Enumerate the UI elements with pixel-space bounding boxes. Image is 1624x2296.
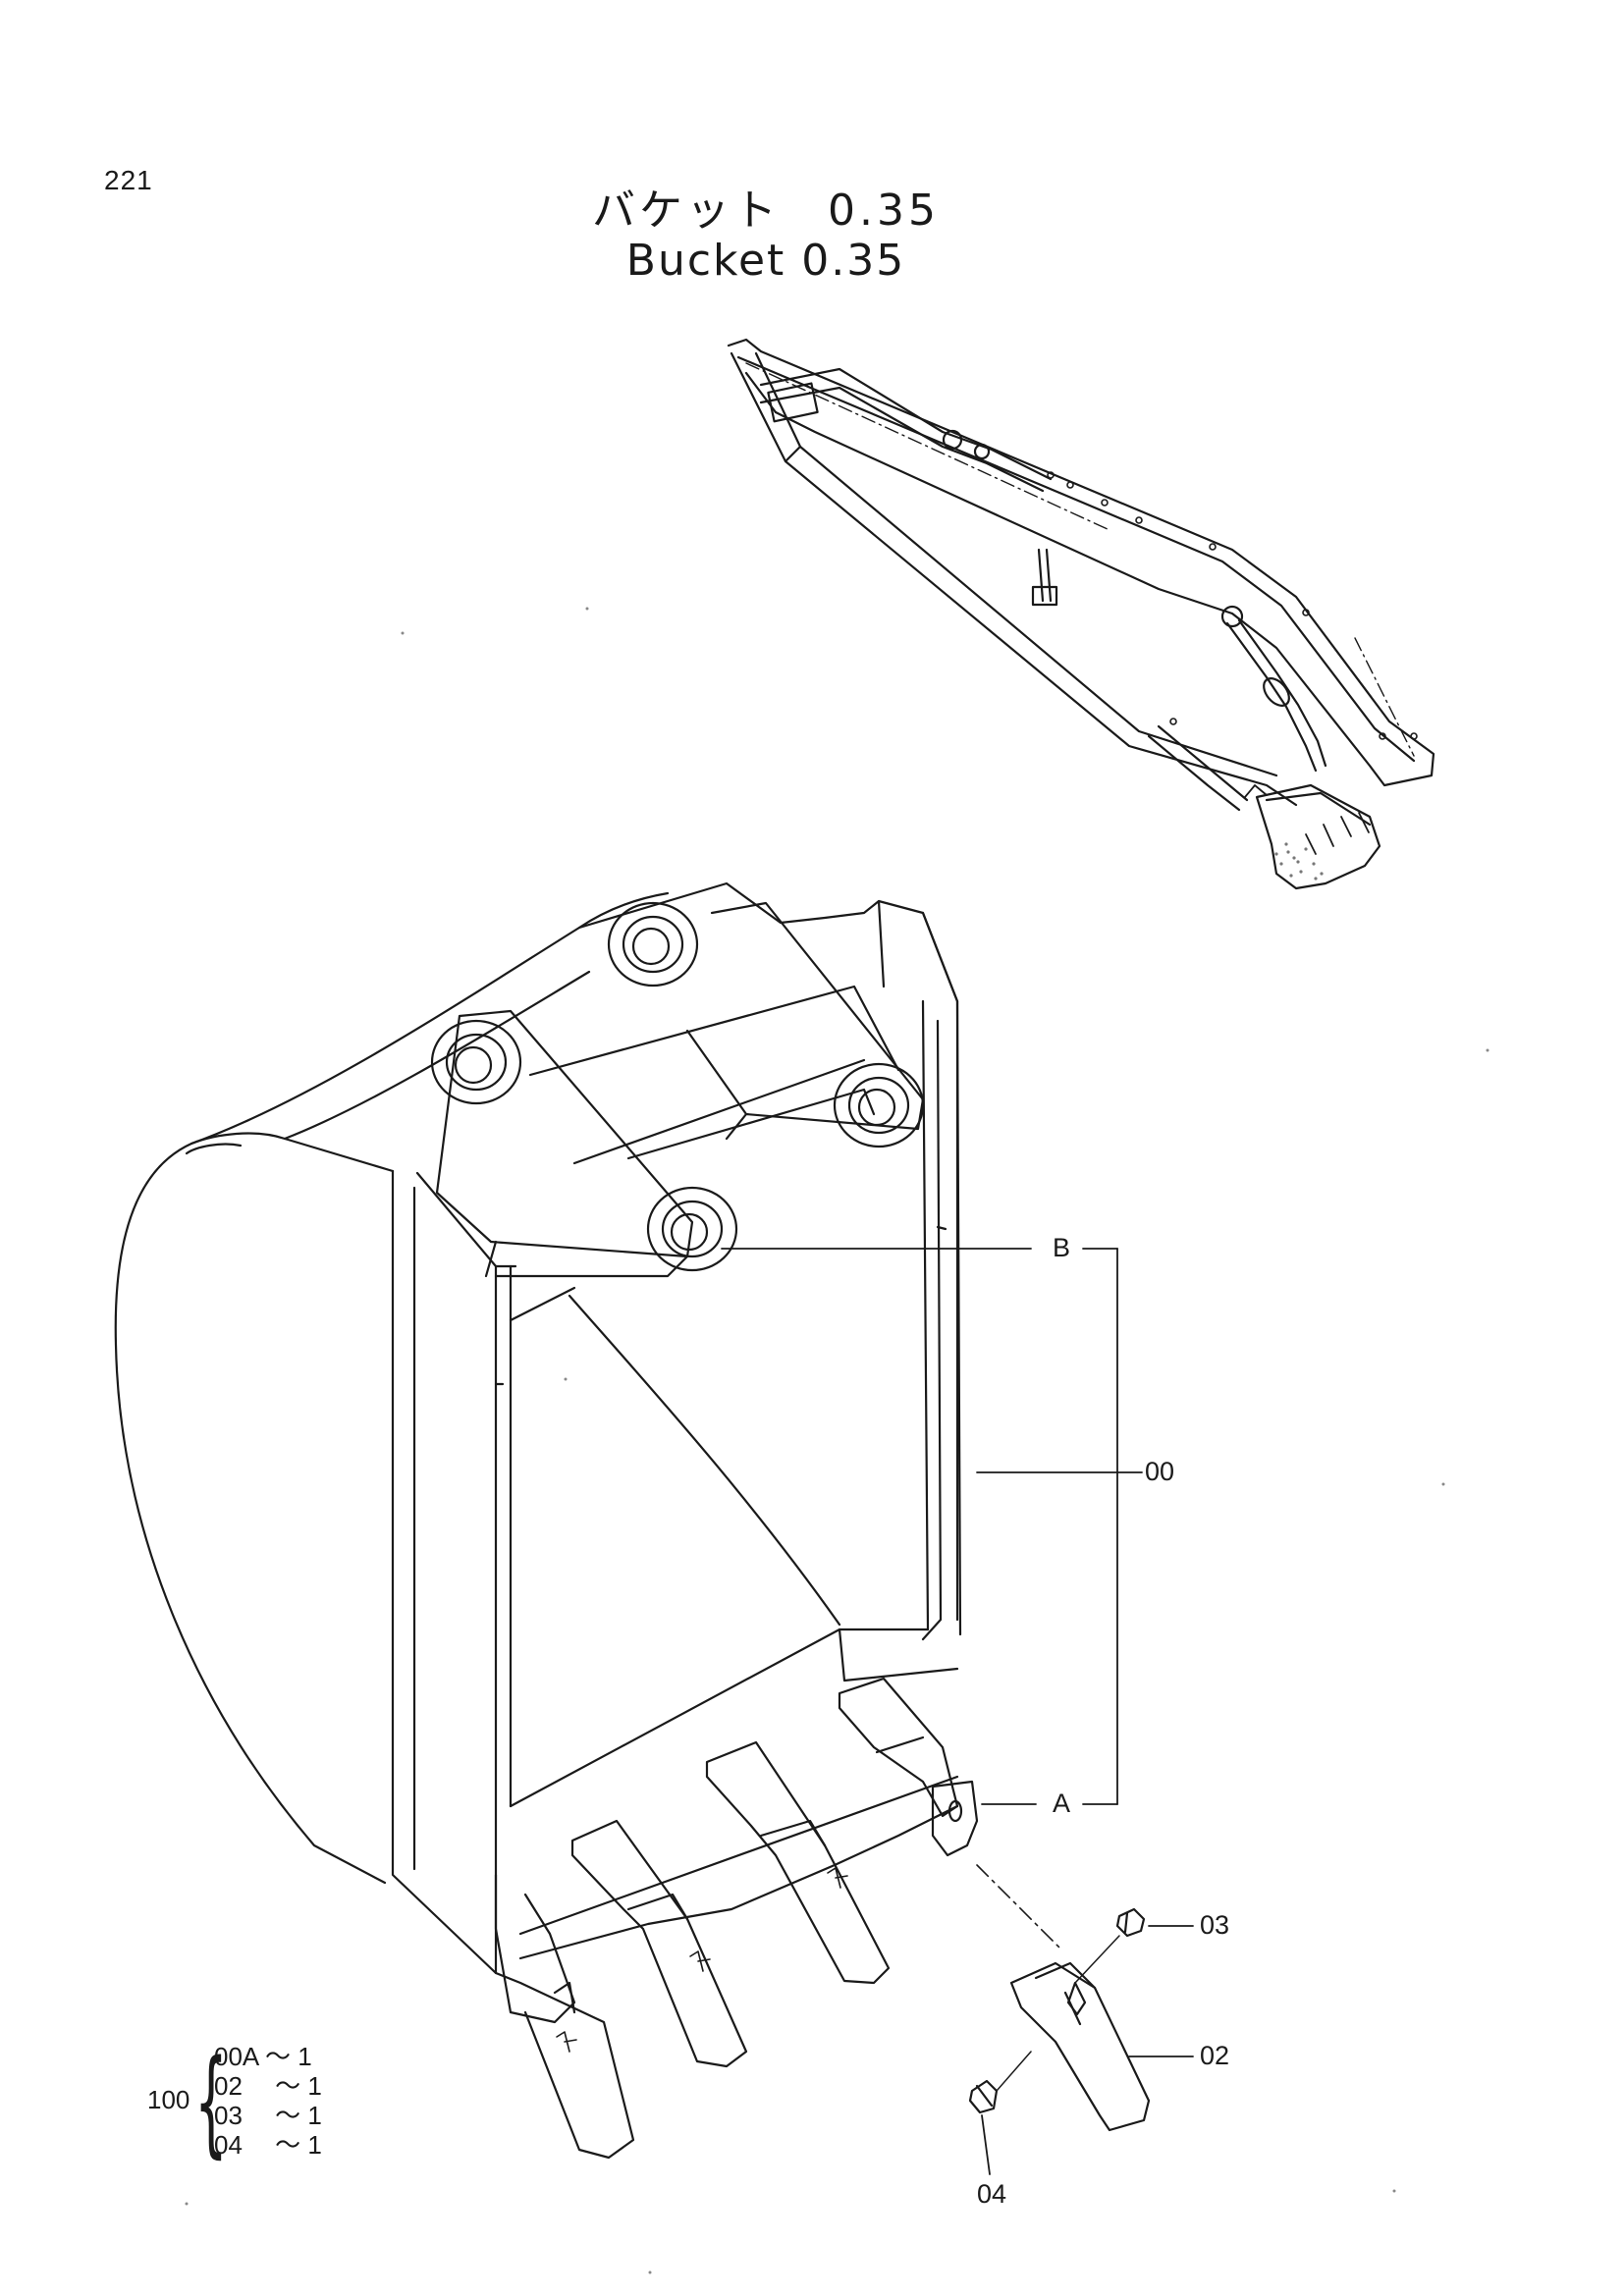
kit-row: 00A ～ 1 <box>214 2042 312 2071</box>
kit-row: 04 ～ 1 <box>214 2130 322 2160</box>
callout-04: 04 <box>977 2179 1007 2209</box>
callout-02: 02 <box>1200 2041 1230 2070</box>
callout-a: A <box>1053 1789 1071 1818</box>
callout-03: 03 <box>1200 1910 1230 1940</box>
kit-brace: { <box>194 2034 228 2169</box>
scan-specks <box>185 607 1489 2274</box>
leader-lines <box>721 1248 1194 2175</box>
kit-number: 100 <box>147 2085 190 2114</box>
callout-b: B <box>1053 1233 1071 1262</box>
leader-04 <box>981 2114 991 2175</box>
kit-row: 02 ～ 1 <box>214 2071 322 2101</box>
title-japanese: バケット 0.35 <box>592 186 940 236</box>
loose-tooth <box>968 1907 1151 2132</box>
callout-00: 00 <box>1145 1457 1175 1486</box>
bucket-drawing <box>114 881 1061 2160</box>
boom-arm-illustration <box>727 338 1435 890</box>
kit-row: 03 ～ 1 <box>214 2101 322 2130</box>
page-number: 221 <box>104 165 153 195</box>
title-english: Bucket 0.35 <box>625 236 906 286</box>
